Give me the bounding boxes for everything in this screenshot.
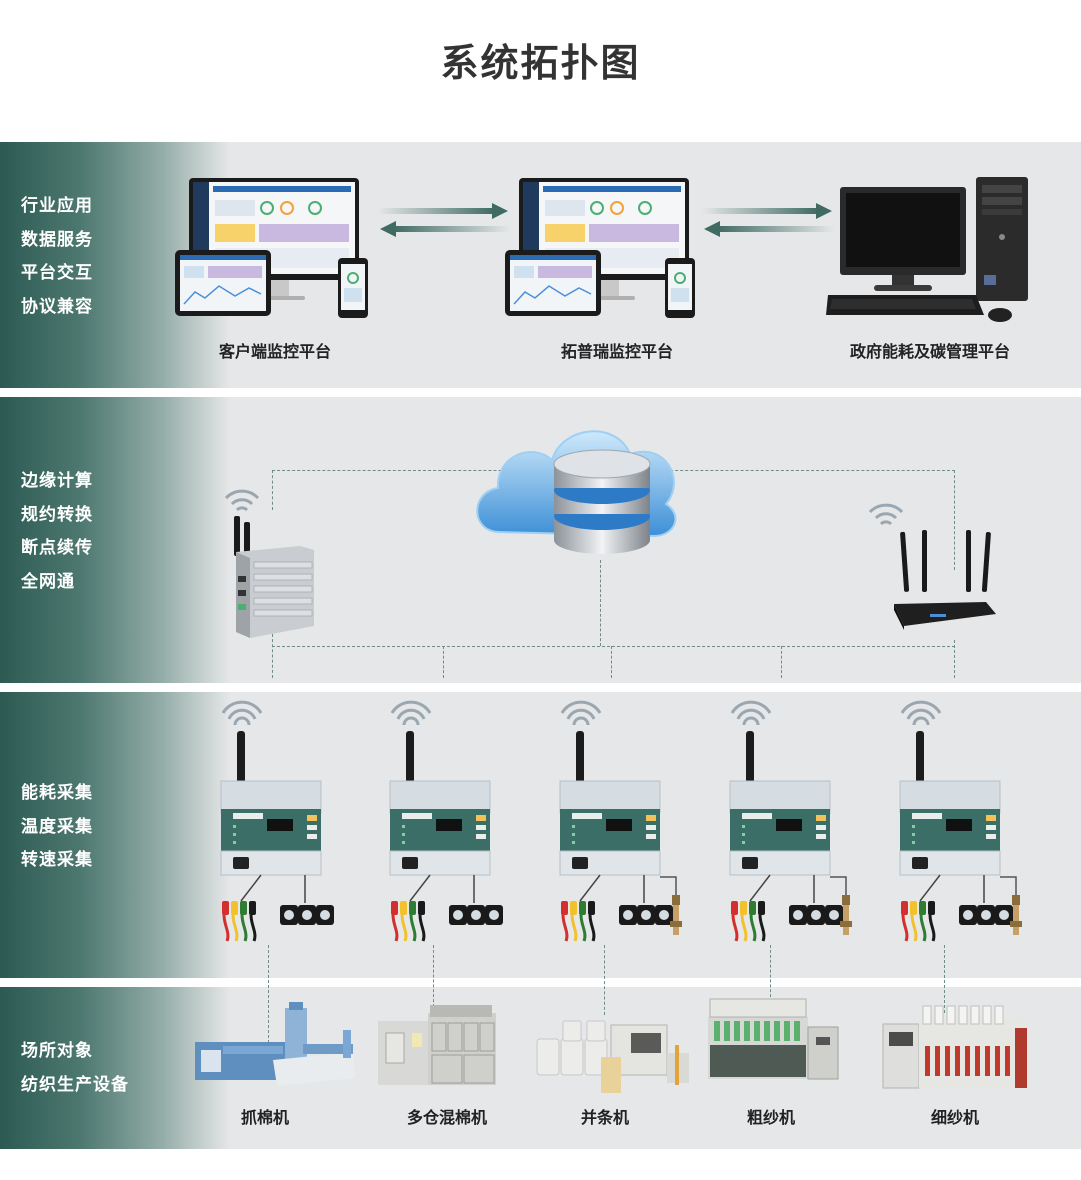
network-line <box>600 560 601 646</box>
network-line <box>944 945 945 1013</box>
wifi-signal-icon <box>224 489 260 512</box>
machine-label: 抓棉机 <box>240 1108 289 1127</box>
platform-topre-label: 拓普瑞监控平台 <box>560 342 673 361</box>
network-line <box>433 945 434 1007</box>
desktop-computer-icon <box>826 177 1028 322</box>
machine-label: 多仓混棉机 <box>406 1108 487 1127</box>
current-transformer-icon <box>789 905 843 925</box>
layer-application-labels: 行业应用 数据服务 平台交互 协议兼容 <box>21 190 93 324</box>
current-transformer-icon <box>619 905 673 925</box>
antenna-icon <box>576 731 584 783</box>
database-icon <box>553 449 651 554</box>
current-transformer-icon <box>959 905 1013 925</box>
layer-label: 场所对象 <box>21 1041 93 1061</box>
collector-unit-icon <box>559 700 682 942</box>
bidirectional-arrow-icon <box>378 203 510 237</box>
collector-unit-icon <box>729 700 852 942</box>
network-line <box>443 646 444 678</box>
platform-government-label: 政府能耗及碳管理平台 <box>849 342 1010 361</box>
network-line <box>611 646 612 678</box>
layer-edge-labels: 边缘计算 规约转换 断点续传 全网通 <box>21 465 93 599</box>
machine-label: 并条机 <box>580 1108 629 1127</box>
network-line <box>650 470 955 471</box>
wifi-signal-icon <box>560 700 602 726</box>
router-icon <box>894 530 996 630</box>
antenna-icon <box>237 731 245 783</box>
bidirectional-arrow-icon <box>702 203 834 237</box>
collector-unit-icon <box>389 700 503 942</box>
wifi-signal-icon <box>900 700 942 726</box>
layer-equipment-gradient <box>0 987 230 1149</box>
layer-label: 数据服务 <box>21 229 93 250</box>
wifi-signal-icon <box>730 700 772 726</box>
layer-edge-gradient <box>0 397 230 683</box>
roving-frame-machine-icon <box>708 998 839 1080</box>
layer-label: 纺织生产设备 <box>21 1074 129 1095</box>
layer-label: 平台交互 <box>21 263 93 283</box>
edge-gateway-icon <box>234 516 314 638</box>
bale-opener-machine-icon <box>195 1002 355 1086</box>
network-line <box>272 470 273 510</box>
collector-unit-icon <box>899 700 1022 942</box>
layer-label: 转速采集 <box>21 850 93 870</box>
multi-mixer-machine-icon <box>378 1005 496 1085</box>
wifi-signal-icon <box>868 503 904 526</box>
topre-devices-icon <box>505 178 695 318</box>
layer-label: 规约转换 <box>21 504 93 525</box>
machine-label: 粗纱机 <box>746 1108 795 1127</box>
machine-label: 细纱机 <box>930 1108 979 1127</box>
collector-unit-icon <box>220 700 334 942</box>
tablet-icon <box>175 250 271 316</box>
antenna-icon <box>406 731 414 783</box>
wifi-signal-icon <box>221 700 263 726</box>
layer-label: 温度采集 <box>21 816 93 837</box>
network-line <box>272 646 955 647</box>
layer-label: 协议兼容 <box>21 296 93 317</box>
network-line <box>268 945 269 1043</box>
antenna-icon <box>746 731 754 783</box>
temperature-probe-icon <box>670 895 682 935</box>
network-line <box>954 470 955 570</box>
temperature-probe-icon <box>1010 895 1022 935</box>
network-line <box>272 470 572 471</box>
layer-label: 能耗采集 <box>21 783 93 803</box>
antenna-icon <box>916 731 924 783</box>
drawing-frame-machine-icon <box>536 1020 689 1093</box>
network-line <box>954 640 955 678</box>
cloud-database-icon <box>476 430 677 554</box>
network-line <box>604 945 605 1015</box>
phone-icon <box>338 258 368 318</box>
current-transformer-icon <box>449 905 503 925</box>
layer-collection-labels: 能耗采集 温度采集 转速采集 <box>21 777 93 878</box>
layer-label: 行业应用 <box>21 196 93 216</box>
layer-label: 全网通 <box>21 571 75 592</box>
network-line <box>781 646 782 678</box>
temperature-probe-icon <box>840 895 852 935</box>
current-transformer-icon <box>280 905 334 925</box>
layer-collection-gradient <box>0 692 230 978</box>
platform-client-label: 客户端监控平台 <box>218 342 331 361</box>
page-title: 系统拓扑图 <box>440 41 641 85</box>
layer-equipment-labels: 场所对象 纺织生产设备 <box>21 1035 129 1102</box>
layer-label: 断点续传 <box>21 538 93 558</box>
wifi-signal-icon <box>390 700 432 726</box>
layer-label: 边缘计算 <box>21 471 93 491</box>
client-devices-icon <box>175 178 368 318</box>
network-line <box>770 945 771 1007</box>
network-line <box>272 634 273 678</box>
spinning-frame-machine-icon <box>882 1005 1027 1089</box>
